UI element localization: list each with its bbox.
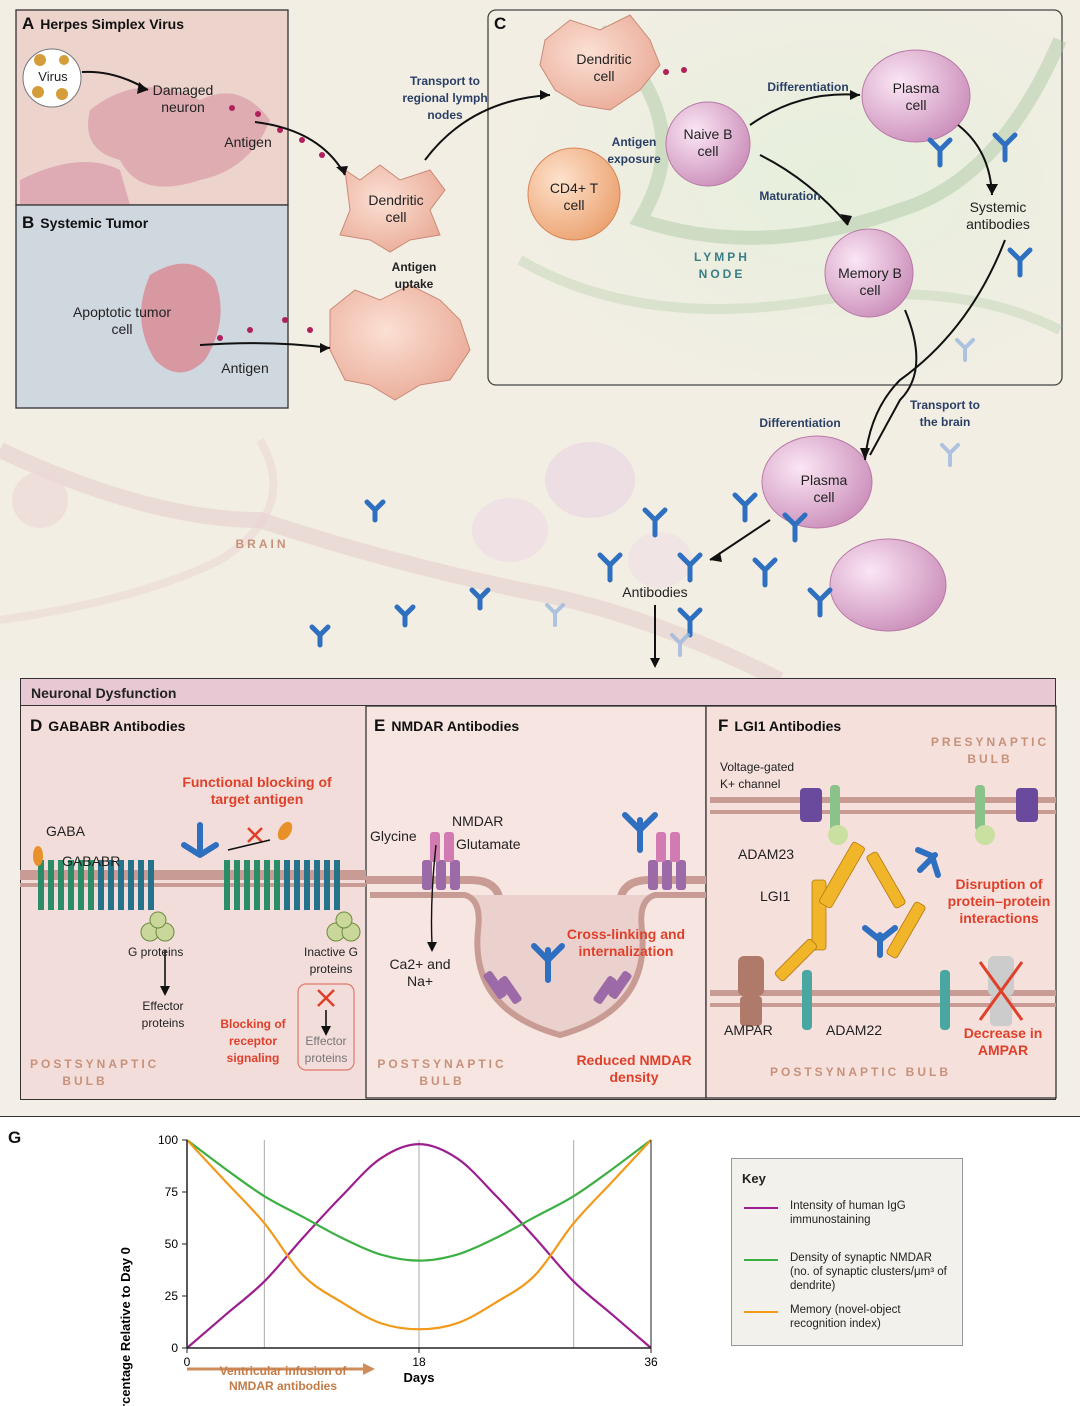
differentiation-bottom-label: Differentiation	[759, 416, 841, 430]
postsynaptic-e-label: POSTSYNAPTIC BULB	[377, 1057, 507, 1088]
legend-label: Intensity of human IgG immunostaining	[790, 1200, 906, 1226]
ampar-label: AMPAR	[724, 1022, 773, 1038]
nmdar-label: NMDAR	[452, 813, 504, 829]
antigen-label-b: Antigen	[221, 360, 269, 376]
panel-f-title: F LGI1 Antibodies	[718, 716, 841, 736]
panel-f-letter: F	[718, 716, 729, 735]
postsynaptic-d-label: POSTSYNAPTIC BULB	[30, 1057, 160, 1088]
apoptotic-tumor-label: Apoptotic tumor cell	[72, 304, 172, 337]
gababr-label: GABABR	[62, 853, 121, 869]
legend-label: Memory (novel-object recognition index)	[790, 1304, 901, 1330]
plasma-cell-bottom-label: Plasma cell	[800, 472, 848, 505]
synapse-illustrations	[20, 705, 1057, 1099]
systemic-antibodies-label: Systemic antibodies	[966, 199, 1030, 232]
maturation-label: Maturation	[759, 189, 821, 203]
presynaptic-label: PRESYNAPTIC BULB	[930, 735, 1050, 766]
panel-e-title: E NMDAR Antibodies	[374, 716, 519, 736]
panel-d-title-text: GABABR Antibodies	[48, 718, 186, 734]
panel-b-letter: B	[22, 213, 35, 232]
effector-proteins-label: Effector proteins	[141, 999, 185, 1030]
decrease-ampar-label: Decrease in AMPAR	[963, 1025, 1043, 1058]
cd4-t-cell-label: CD4+ T cell	[549, 180, 599, 213]
damaged-neuron-label: Damaged neuron	[152, 82, 214, 115]
reduced-nmdar-label: Reduced NMDAR density	[576, 1052, 692, 1085]
legend-swatch	[744, 1259, 778, 1261]
y-tick-label: 0	[171, 1341, 178, 1355]
differentiation-top-label: Differentiation	[767, 80, 849, 94]
chart-legend: Key Intensity of human IgG immunostainin…	[731, 1158, 963, 1346]
legend-swatch	[744, 1311, 778, 1313]
adam22-label: ADAM22	[826, 1022, 883, 1038]
panel-b-title-text: Systemic Tumor	[40, 215, 149, 231]
legend-label: Density of synaptic NMDAR (no. of synapt…	[790, 1252, 947, 1292]
panel-g-letter: G	[8, 1128, 22, 1147]
y-tick-label: 100	[158, 1133, 178, 1147]
glutamate-label: Glutamate	[456, 836, 521, 852]
lymph-node-label: LYMPH NODE	[694, 250, 750, 281]
neuronal-dysfunction-title: Neuronal Dysfunction	[31, 685, 177, 701]
line-chart: 0 25 50 75 100 0 18 36 Percentage Relative to D…	[118, 1133, 658, 1406]
blocking-receptor-label: Blocking of receptor signaling	[220, 1017, 286, 1065]
gaba-label: GABA	[46, 823, 85, 839]
inactive-g-proteins-label: Inactive G proteins	[303, 945, 359, 976]
lgi1-label: LGI1	[760, 888, 791, 904]
panel-e-title-text: NMDAR Antibodies	[391, 718, 520, 734]
transport-brain-label: Transport to the brain	[909, 398, 980, 429]
dendritic-cell-mid-label: Dendritic cell	[368, 192, 424, 225]
legend-swatch	[744, 1207, 778, 1209]
panel-b-title: B Systemic Tumor	[22, 213, 148, 233]
panel-f-title-text: LGI1 Antibodies	[734, 718, 842, 734]
panel-a-letter: A	[22, 14, 35, 33]
panel-a-title-text: Herpes Simplex Virus	[40, 16, 184, 32]
g-proteins-label: G proteins	[128, 945, 184, 959]
y-tick-label: 25	[165, 1289, 179, 1303]
naive-b-cell-label: Naive B cell	[683, 126, 733, 159]
memory-b-cell-label: Memory B cell	[838, 265, 902, 298]
glycine-label: Glycine	[370, 828, 417, 844]
functional-blocking-label: Functional blocking of target antigen	[182, 774, 332, 807]
antigen-uptake-label: Antigen uptake	[391, 260, 437, 291]
infusion-annotation	[187, 1363, 375, 1375]
virus-label: Virus	[38, 69, 68, 84]
y-axis-label: Percentage Relative to Day 0	[118, 1247, 133, 1406]
x-tick-label: 36	[644, 1355, 658, 1369]
x-tick-label: 18	[412, 1355, 426, 1369]
plasma-cell-top-label: Plasma cell	[892, 80, 940, 113]
dendritic-cell-top-label: Dendritic cell	[576, 51, 632, 84]
panel-g-title: G	[8, 1128, 27, 1148]
panel-a-title: A Herpes Simplex Virus	[22, 14, 184, 34]
x-tick-label: 0	[184, 1355, 191, 1369]
postsynaptic-f-label: POSTSYNAPTIC BULB	[770, 1065, 952, 1079]
series-line-0	[186, 1143, 652, 1349]
effector-boxed-label: Effector proteins	[304, 1034, 348, 1065]
y-tick-label: 75	[165, 1185, 179, 1199]
transport-lymph-label: Transport to regional lymph nodes	[402, 74, 488, 122]
y-tick-label: 50	[165, 1237, 179, 1251]
disruption-label: Disruption of protein–protein interactio…	[947, 876, 1051, 926]
panel-c-letter: C	[494, 14, 507, 33]
background-illustration	[0, 0, 1080, 680]
legend-title: Key	[742, 1171, 766, 1186]
brain-label: BRAIN	[235, 537, 289, 551]
ions-label: Ca2+ and Na+	[389, 956, 451, 989]
k-channel-label: Voltage-gated K+ channel	[720, 760, 795, 791]
antigen-exposure-label: Antigen exposure	[607, 135, 661, 166]
series-line-1	[186, 1139, 652, 1262]
panel-e-letter: E	[374, 716, 386, 735]
antigen-label-a: Antigen	[224, 134, 272, 150]
x-axis-label: Days	[403, 1370, 434, 1385]
infusion-label: Ventricular infusion of NMDAR antibodies	[219, 1364, 347, 1393]
series-line-2	[186, 1139, 652, 1331]
adam23-label: ADAM23	[738, 846, 795, 862]
panel-d-title: D GABABR Antibodies	[30, 716, 185, 736]
neuronal-dysfunction-header: Neuronal Dysfunction	[20, 678, 1056, 706]
crosslinking-label: Cross-linking and internalization	[566, 926, 686, 959]
panel-c-title: C	[494, 14, 512, 34]
panel-d-letter: D	[30, 716, 43, 735]
antibodies-label: Antibodies	[622, 584, 688, 600]
